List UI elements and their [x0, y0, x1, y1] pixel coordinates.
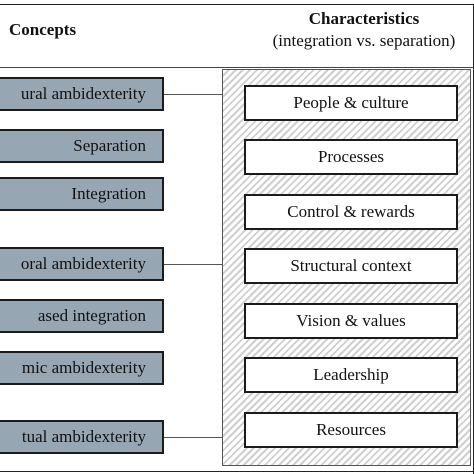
concepts-heading: Concepts: [9, 20, 77, 39]
concept-box: oral ambidexterity: [0, 247, 164, 281]
characteristic-box: Structural context: [244, 248, 458, 284]
concept-box: mic ambidexterity: [0, 351, 164, 385]
frame-bottom-border: [0, 471, 474, 472]
concept-box: tual ambidexterity: [0, 420, 164, 454]
concept-box: ural ambidexterity: [0, 77, 164, 111]
frame-top-border: [0, 4, 474, 5]
concept-box: Separation: [0, 129, 164, 163]
characteristic-box: Vision & values: [244, 303, 458, 339]
characteristics-heading: Characteristics (integration vs. separat…: [254, 8, 474, 52]
characteristic-box: People & culture: [244, 85, 458, 121]
connector-line: [164, 94, 222, 95]
connector-line: [164, 437, 222, 438]
concept-box: Integration: [0, 177, 164, 211]
characteristic-box: Control & rewards: [244, 194, 458, 230]
header-divider: [0, 67, 474, 68]
concept-box: ased integration: [0, 299, 164, 333]
characteristics-title: Characteristics: [308, 9, 420, 28]
characteristic-box: Leadership: [244, 357, 458, 393]
connector-line: [164, 264, 222, 265]
characteristic-box: Resources: [244, 412, 458, 448]
characteristics-subtitle: (integration vs. separation): [272, 31, 456, 50]
characteristic-box: Processes: [244, 139, 458, 175]
